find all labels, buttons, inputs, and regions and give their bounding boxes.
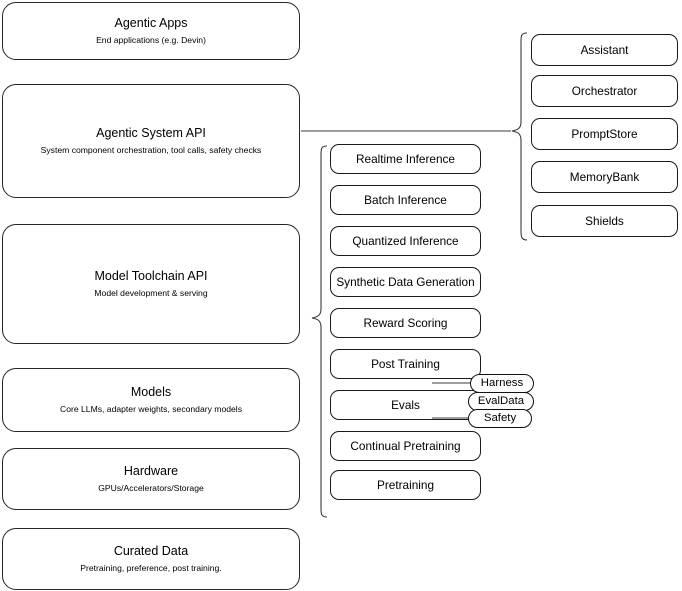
node-label: Assistant: [580, 43, 629, 57]
layer-agentic-system-api[interactable]: Agentic System API System component orch…: [2, 84, 300, 198]
node-label: Realtime Inference: [355, 152, 455, 166]
layer-subtitle: End applications (e.g. Devin): [96, 35, 206, 45]
layer-subtitle: System component orchestration, tool cal…: [40, 145, 262, 155]
node-label: Evals: [391, 398, 420, 412]
agentic-system-node-assistant[interactable]: Assistant: [531, 34, 678, 66]
layer-subtitle: Model development & serving: [94, 288, 208, 298]
layer-title: Hardware: [123, 464, 179, 478]
agentic-system-node-shields[interactable]: Shields: [531, 205, 678, 237]
layer-title: Curated Data: [113, 544, 189, 558]
bracket-agentic-system: [511, 32, 528, 241]
node-label: Continual Pretraining: [350, 439, 461, 453]
layer-title: Models: [130, 385, 172, 399]
layer-title: Agentic Apps: [114, 16, 188, 30]
layer-subtitle: GPUs/Accelerators/Storage: [98, 483, 204, 493]
pill-label: Harness: [480, 377, 524, 389]
toolchain-node-realtime-inference[interactable]: Realtime Inference: [330, 144, 481, 174]
layer-curated-data[interactable]: Curated Data Pretraining, preference, po…: [2, 528, 300, 590]
pill-label: Safety: [483, 412, 517, 424]
toolchain-node-evals[interactable]: Evals: [330, 390, 481, 420]
node-label: PromptStore: [571, 127, 638, 141]
layer-title: Model Toolchain API: [94, 269, 208, 283]
toolchain-node-post-training[interactable]: Post Training: [330, 349, 481, 379]
node-label: Synthetic Data Generation: [336, 275, 475, 289]
layer-models[interactable]: Models Core LLMs, adapter weights, secon…: [2, 368, 300, 432]
layer-title: Agentic System API: [96, 126, 206, 140]
layer-subtitle: Core LLMs, adapter weights, secondary mo…: [60, 404, 242, 414]
toolchain-node-batch-inference[interactable]: Batch Inference: [330, 185, 481, 215]
toolchain-node-reward-scoring[interactable]: Reward Scoring: [330, 308, 481, 338]
node-label: Quantized Inference: [352, 234, 459, 248]
node-label: Reward Scoring: [363, 316, 448, 330]
toolchain-node-synthetic-data-generation[interactable]: Synthetic Data Generation: [330, 267, 481, 297]
toolchain-node-continual-pretraining[interactable]: Continual Pretraining: [330, 431, 481, 461]
node-label: Post Training: [371, 357, 440, 371]
node-label: MemoryBank: [569, 170, 640, 184]
agentic-system-node-orchestrator[interactable]: Orchestrator: [531, 75, 678, 107]
agentic-system-node-memorybank[interactable]: MemoryBank: [531, 161, 678, 193]
bracket-model-toolchain: [311, 145, 328, 518]
toolchain-node-quantized-inference[interactable]: Quantized Inference: [330, 226, 481, 256]
evals-pill-evaldata[interactable]: EvalData: [468, 392, 534, 411]
evals-pill-harness[interactable]: Harness: [470, 374, 534, 393]
node-label: Shields: [585, 214, 624, 228]
node-label: Pretraining: [376, 478, 435, 492]
node-label: Orchestrator: [571, 84, 638, 98]
pill-label: EvalData: [477, 395, 525, 407]
toolchain-node-pretraining[interactable]: Pretraining: [330, 470, 481, 500]
node-label: Batch Inference: [364, 193, 447, 207]
layer-agentic-apps[interactable]: Agentic Apps End applications (e.g. Devi…: [2, 2, 300, 60]
layer-subtitle: Pretraining, preference, post training.: [80, 563, 222, 573]
agentic-system-node-promptstore[interactable]: PromptStore: [531, 118, 678, 150]
layer-model-toolchain-api[interactable]: Model Toolchain API Model development & …: [2, 224, 300, 344]
layer-hardware[interactable]: Hardware GPUs/Accelerators/Storage: [2, 448, 300, 510]
evals-pill-safety[interactable]: Safety: [468, 409, 532, 428]
